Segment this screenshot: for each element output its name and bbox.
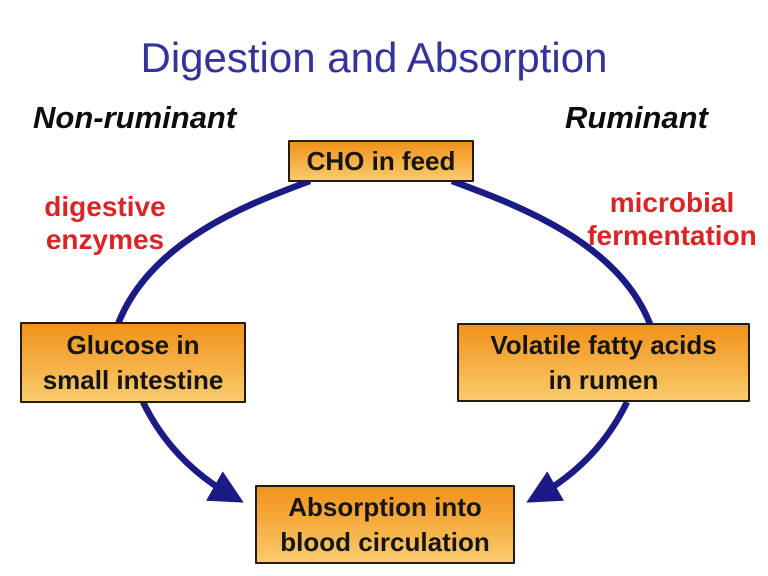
arrow-vfa-to-absorption-icon [526, 400, 630, 503]
column-label-ruminant: Ruminant [565, 100, 708, 135]
slide-title: Digestion and Absorption [140, 34, 608, 81]
annotation-digestive-enzymes: digestive enzymes [44, 191, 166, 256]
annotation-microbial-fermentation: microbial fermentation [587, 187, 757, 252]
node-absorption-into-blood-circulation: Absorption into blood circulation [255, 485, 515, 564]
arrow-glucose-to-absorption-icon [140, 400, 244, 503]
node-glucose-in-small-intestine: Glucose in small intestine [20, 322, 246, 403]
column-label-non-ruminant: Non-ruminant [33, 100, 237, 135]
node-cho-in-feed: CHO in feed [288, 140, 474, 182]
node-volatile-fatty-acids-in-rumen: Volatile fatty acids in rumen [457, 323, 750, 402]
